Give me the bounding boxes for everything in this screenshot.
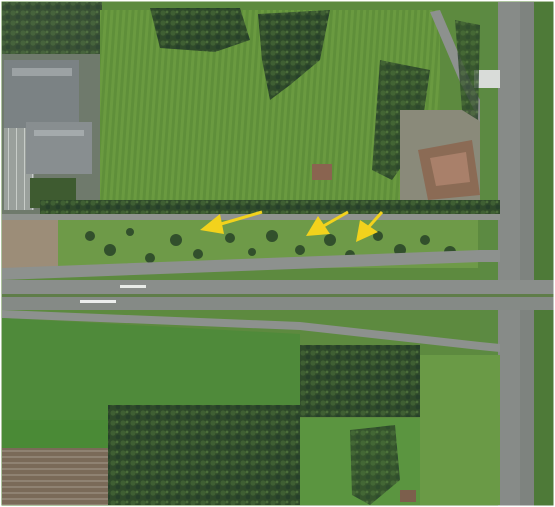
highway-ramp bbox=[2, 310, 500, 352]
farm-building-roof bbox=[430, 152, 470, 186]
highway-north-south bbox=[520, 2, 534, 507]
annotation-arrow-3 bbox=[356, 211, 384, 242]
annotation-arrow-2 bbox=[306, 210, 349, 236]
tree-cluster bbox=[258, 10, 330, 100]
highway-east-west bbox=[2, 297, 555, 310]
highway-median bbox=[2, 294, 555, 297]
service-road bbox=[2, 214, 500, 220]
building-white bbox=[474, 70, 500, 88]
forest bbox=[108, 405, 300, 505]
bare-field bbox=[2, 220, 58, 268]
tree-cluster bbox=[150, 8, 250, 52]
tree-strip-top bbox=[2, 2, 102, 54]
small-building bbox=[400, 490, 416, 502]
truck bbox=[120, 285, 146, 288]
forest bbox=[300, 345, 420, 417]
truck bbox=[80, 300, 116, 303]
highway-ramp bbox=[2, 250, 500, 280]
green-median bbox=[534, 2, 555, 507]
lower-field bbox=[2, 318, 300, 420]
grass-strip-lower bbox=[2, 420, 112, 448]
highway-north-south bbox=[498, 2, 520, 507]
building-roof bbox=[12, 68, 72, 76]
highway-east-west bbox=[2, 280, 555, 294]
annotation-arrow-1 bbox=[200, 210, 263, 234]
tree-cluster-lower bbox=[350, 425, 400, 505]
field-right bbox=[420, 355, 500, 505]
building-roof bbox=[34, 130, 84, 136]
tree-line bbox=[455, 20, 480, 120]
plowed-field bbox=[2, 448, 112, 505]
small-house bbox=[312, 164, 332, 180]
building bbox=[26, 122, 92, 174]
